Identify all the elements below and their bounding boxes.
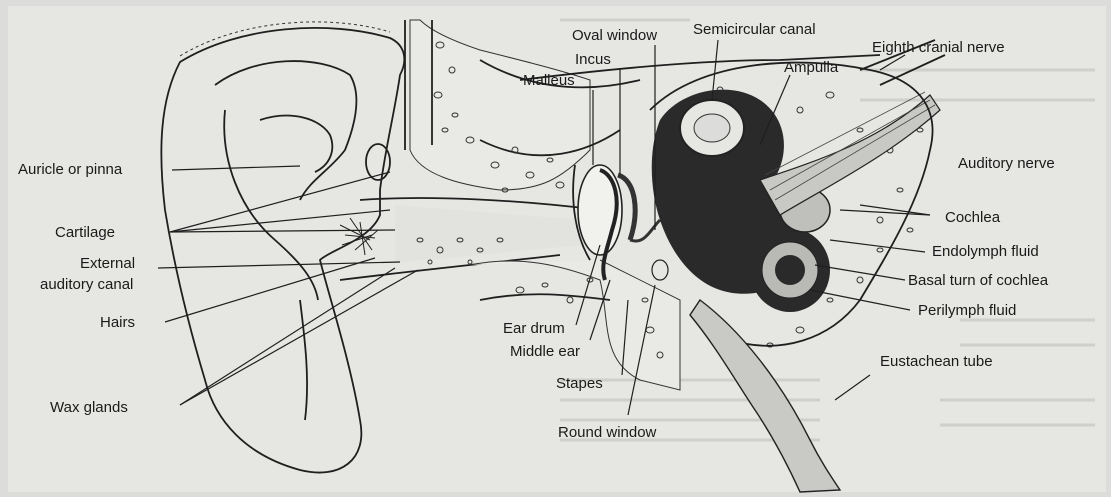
label-cochlea: Cochlea — [945, 209, 1001, 226]
label-cartilage: Cartilage — [55, 224, 115, 241]
label-middle-ear: Middle ear — [510, 343, 580, 360]
label-auricle: Auricle or pinna — [18, 161, 123, 178]
label-stapes: Stapes — [556, 375, 603, 392]
label-hairs: Hairs — [100, 314, 135, 331]
label-ampulla: Ampulla — [784, 59, 839, 76]
label-external-line1: External — [80, 255, 135, 272]
label-oval-window: Oval window — [572, 27, 657, 44]
label-incus: Incus — [575, 51, 611, 68]
label-auditory-nerve: Auditory nerve — [958, 155, 1055, 172]
label-endolymph-fluid: Endolymph fluid — [932, 243, 1039, 260]
label-wax-glands: Wax glands — [50, 399, 128, 416]
label-malleus: Malleus — [523, 72, 575, 89]
label-perilymph-fluid: Perilymph fluid — [918, 302, 1016, 319]
label-round-window: Round window — [558, 424, 657, 441]
label-external-line2: auditory canal — [40, 276, 133, 293]
label-eighth-cranial-nerve: Eighth cranial nerve — [872, 39, 1005, 56]
label-eustachean-tube: Eustachean tube — [880, 353, 993, 370]
label-basal-turn: Basal turn of cochlea — [908, 272, 1049, 289]
label-semicircular-canal: Semicircular canal — [693, 21, 816, 38]
label-ear-drum: Ear drum — [503, 320, 565, 337]
round-window — [652, 260, 668, 280]
